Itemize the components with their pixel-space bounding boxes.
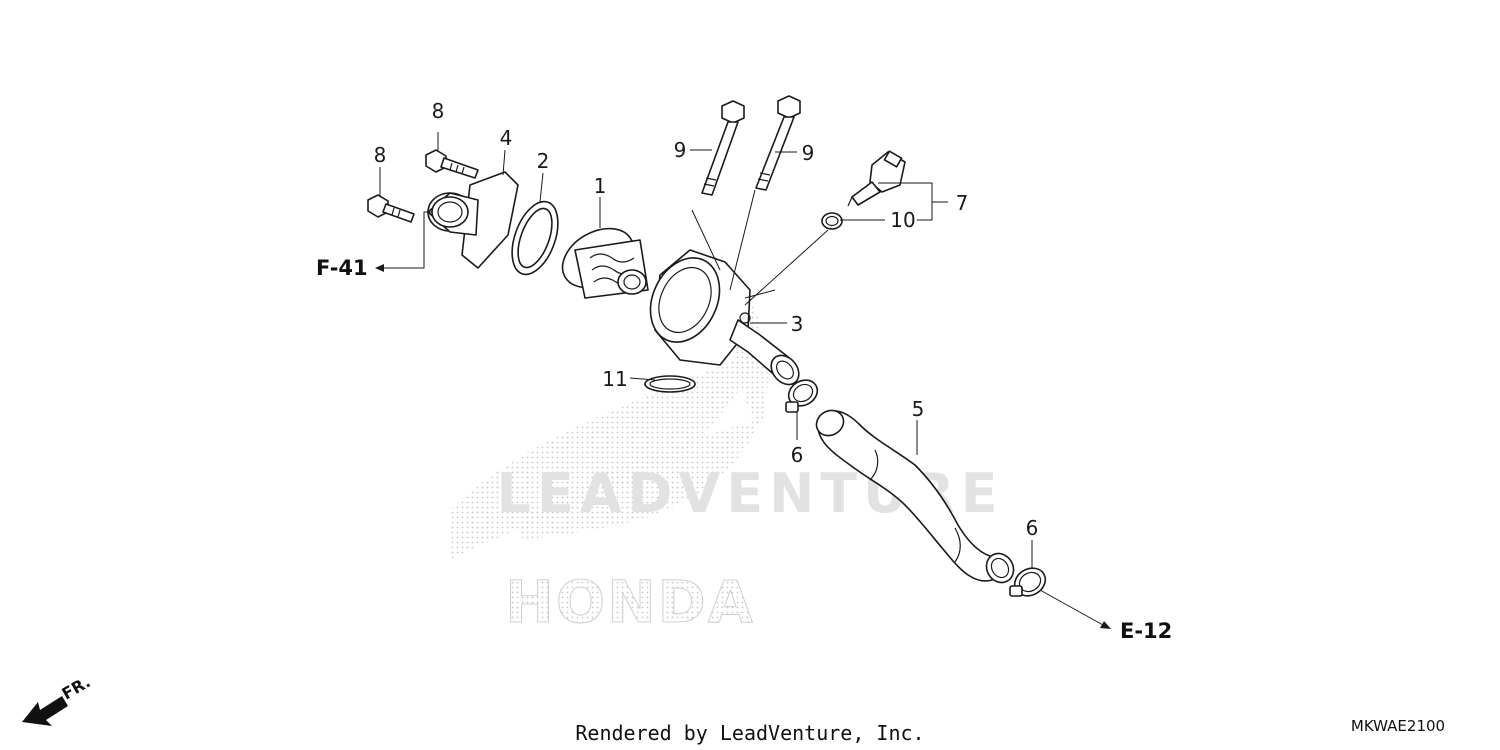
callout-6-lower: 6 xyxy=(1026,516,1039,540)
front-label: FR. xyxy=(59,672,94,703)
hose-clamp-6-upper[interactable] xyxy=(784,375,822,413)
bolt-8-upper[interactable] xyxy=(425,149,479,179)
callout-1: 1 xyxy=(594,174,607,198)
thermostat-cover-4[interactable] xyxy=(427,171,519,269)
callout-2: 2 xyxy=(537,149,550,173)
o-ring-11[interactable] xyxy=(644,375,696,393)
callout-9-right: 9 xyxy=(802,141,815,165)
callout-9-left: 9 xyxy=(674,138,687,162)
callout-4: 4 xyxy=(500,126,513,150)
callout-5: 5 xyxy=(912,397,925,421)
callout-3: 3 xyxy=(791,312,804,336)
ref-e12[interactable]: E-12 xyxy=(1120,619,1172,643)
callout-11: 11 xyxy=(602,367,627,391)
callout-6-upper: 6 xyxy=(791,443,804,467)
callout-7: 7 xyxy=(956,191,969,215)
bolt-9-right[interactable] xyxy=(755,95,801,191)
temperature-sensor-7[interactable] xyxy=(847,150,906,207)
callout-8-upper: 8 xyxy=(432,99,445,123)
thermostat-housing-3[interactable] xyxy=(637,247,804,390)
hose-clamp-6-lower[interactable] xyxy=(1009,563,1051,602)
callout-10: 10 xyxy=(890,208,915,232)
diagram-code: MKWAE2100 xyxy=(1351,717,1445,735)
o-ring-10[interactable] xyxy=(821,212,843,230)
thermostat-1[interactable] xyxy=(552,216,649,299)
honda-watermark: HONDA xyxy=(505,568,754,636)
front-direction-arrow-icon xyxy=(22,696,68,726)
water-hose-5[interactable] xyxy=(812,406,1019,588)
seal-ring-2[interactable] xyxy=(503,195,567,280)
bolt-8-lower[interactable] xyxy=(367,194,415,223)
rendered-by-footer: Rendered by LeadVenture, Inc. xyxy=(575,721,924,745)
ref-f41[interactable]: F-41 xyxy=(316,256,368,280)
bolt-9-left[interactable] xyxy=(701,100,745,196)
callout-8-lower: 8 xyxy=(374,143,387,167)
leader-lines xyxy=(375,132,1111,629)
